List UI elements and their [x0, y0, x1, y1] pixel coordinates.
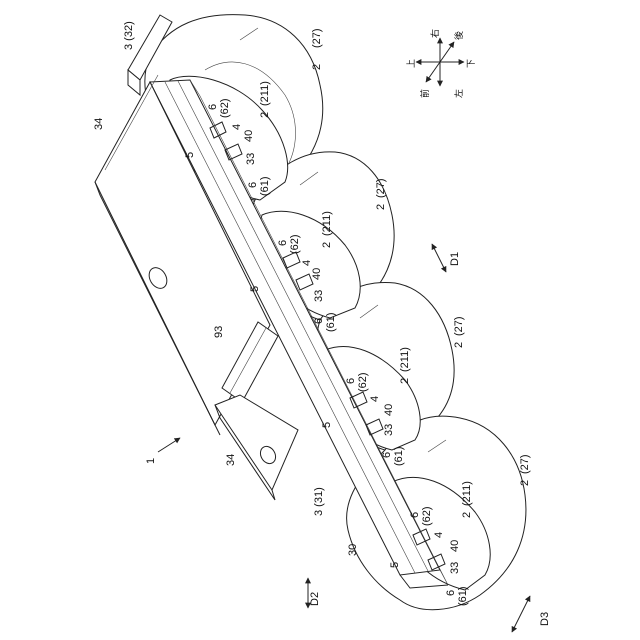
label-joint-62-4: (62) [421, 506, 433, 526]
direction-front: 前 [419, 89, 430, 98]
label-joint-61-1: (61) [259, 176, 271, 196]
label-tab-4-2: 4 [301, 260, 313, 266]
label-cell-1: 2 [311, 64, 323, 70]
label-cell-2: 2 [375, 204, 387, 210]
label-weld-5-1: 5 [184, 152, 196, 158]
label-part-40-2: 40 [311, 268, 323, 280]
terminal-plate-34-lower [215, 395, 298, 500]
label-part-33-4: 33 [449, 562, 461, 574]
label-cell-4-top-paren: (211) [461, 481, 473, 506]
label-part-30: 30 [347, 544, 359, 556]
direction-d1: D1 [432, 244, 461, 272]
direction-back: 後 [453, 31, 464, 40]
label-part-33-2: 33 [313, 290, 325, 302]
label-joint-6-top-2: 6 [277, 240, 289, 246]
label-tab-4-1: 4 [231, 124, 243, 130]
direction-d2: D2 [308, 578, 321, 608]
label-cell-3-top-paren: (211) [399, 347, 411, 372]
label-cell-1-paren: (27) [311, 28, 323, 48]
label-joint-62-1: (62) [219, 98, 231, 118]
label-joint-6-top-1: 6 [207, 104, 219, 110]
label-bracket-93: 93 [213, 326, 225, 338]
direction-left: 左 [453, 89, 464, 98]
direction-compass: 上 下 右 左 前 後 [406, 29, 476, 98]
label-plate-34-lower: 34 [225, 454, 237, 466]
label-joint-61-3: (61) [393, 446, 405, 466]
direction-d3: D3 [512, 596, 551, 632]
label-bus-main: 3 (31) [313, 487, 325, 516]
label-d2: D2 [309, 592, 321, 606]
label-cell-2-paren: (27) [375, 178, 387, 198]
label-joint-62-2: (62) [289, 234, 301, 254]
label-cell-2-top-paren: (211) [321, 211, 333, 236]
label-cell-3-top: 2 [399, 378, 411, 384]
leader-assembly-1 [158, 438, 180, 452]
label-d3: D3 [539, 612, 551, 626]
label-cell-2-top: 2 [321, 242, 333, 248]
label-tab-4-3: 4 [369, 396, 381, 402]
label-cell-3: 2 [453, 342, 465, 348]
label-joint-6-top-3: 6 [345, 378, 357, 384]
label-plate-34-upper: 34 [93, 118, 105, 130]
label-cell-3-paren: (27) [453, 316, 465, 336]
label-part-40-3: 40 [383, 404, 395, 416]
label-joint-61-2: (61) [325, 312, 337, 332]
label-d1: D1 [449, 252, 461, 266]
label-weld-5-2: 5 [249, 286, 261, 292]
label-joint-6-bottom-4: 6 [445, 590, 457, 596]
label-joint-6-bottom-3: 6 [381, 452, 393, 458]
direction-right: 右 [429, 29, 440, 38]
label-joint-61-4: (61) [457, 586, 469, 606]
direction-up: 上 [406, 59, 416, 68]
label-tab-4-4: 4 [433, 532, 445, 538]
label-cell-4-paren: (27) [519, 454, 531, 474]
label-cell-4: 2 [519, 480, 531, 486]
label-part-33-3: 33 [383, 424, 395, 436]
label-weld-5-4: 5 [389, 562, 401, 568]
label-cell-1-top-paren: (211) [259, 81, 271, 106]
label-cell-1-top: 2 [259, 112, 271, 118]
label-part-40-1: 40 [243, 130, 255, 142]
label-cell-4-top: 2 [461, 512, 473, 518]
label-joint-6-top-4: 6 [409, 512, 421, 518]
direction-down: 下 [466, 59, 476, 68]
label-part-33-1: 33 [245, 153, 257, 165]
label-joint-6-bottom-1: 6 [247, 182, 259, 188]
label-bus-top: 3 (32) [123, 21, 135, 50]
label-joint-6-bottom-2: 6 [313, 318, 325, 324]
label-assembly-1: 1 [145, 458, 157, 464]
label-part-40-4: 40 [449, 540, 461, 552]
label-weld-5-3: 5 [321, 422, 333, 428]
label-joint-62-3: (62) [357, 372, 369, 392]
